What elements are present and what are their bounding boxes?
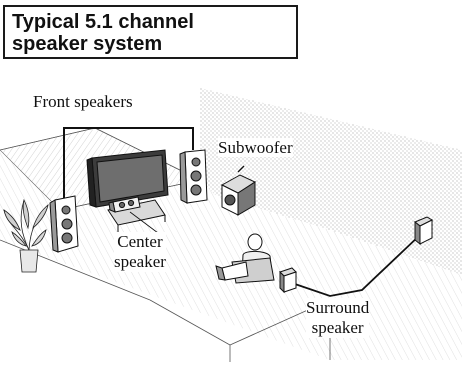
center-speaker-label: Center speaker: [114, 232, 166, 272]
subwoofer: [220, 165, 257, 216]
center-speaker-label-line1: Center: [114, 232, 166, 252]
surround-left-speaker: [279, 267, 297, 294]
title-box: Typical 5.1 channel speaker system: [3, 5, 298, 59]
plant: [3, 198, 49, 273]
front-speakers-label: Front speakers: [33, 92, 133, 111]
surround-right-speaker: [414, 216, 434, 246]
center-speaker-label-line2: speaker: [114, 252, 166, 272]
surround-speaker-label-line2: speaker: [306, 318, 370, 338]
subwoofer-label: Subwoofer: [218, 138, 293, 157]
surround-speaker-wire: [291, 234, 421, 297]
front-speaker-wire: [63, 127, 194, 198]
surround-speaker-label-line1: Surround: [306, 298, 370, 318]
title-line-1: Typical 5.1 channel: [12, 11, 194, 33]
front-left-speaker: [49, 195, 79, 253]
listener: [215, 233, 275, 284]
title-line-2: speaker system: [12, 33, 163, 55]
surround-speaker-label: Surround speaker: [306, 298, 370, 338]
leader-lines: [129, 211, 159, 234]
center-speaker: [108, 196, 141, 213]
front-right-speaker: [179, 149, 208, 204]
television: [86, 149, 169, 232]
back-wall: [200, 88, 462, 275]
